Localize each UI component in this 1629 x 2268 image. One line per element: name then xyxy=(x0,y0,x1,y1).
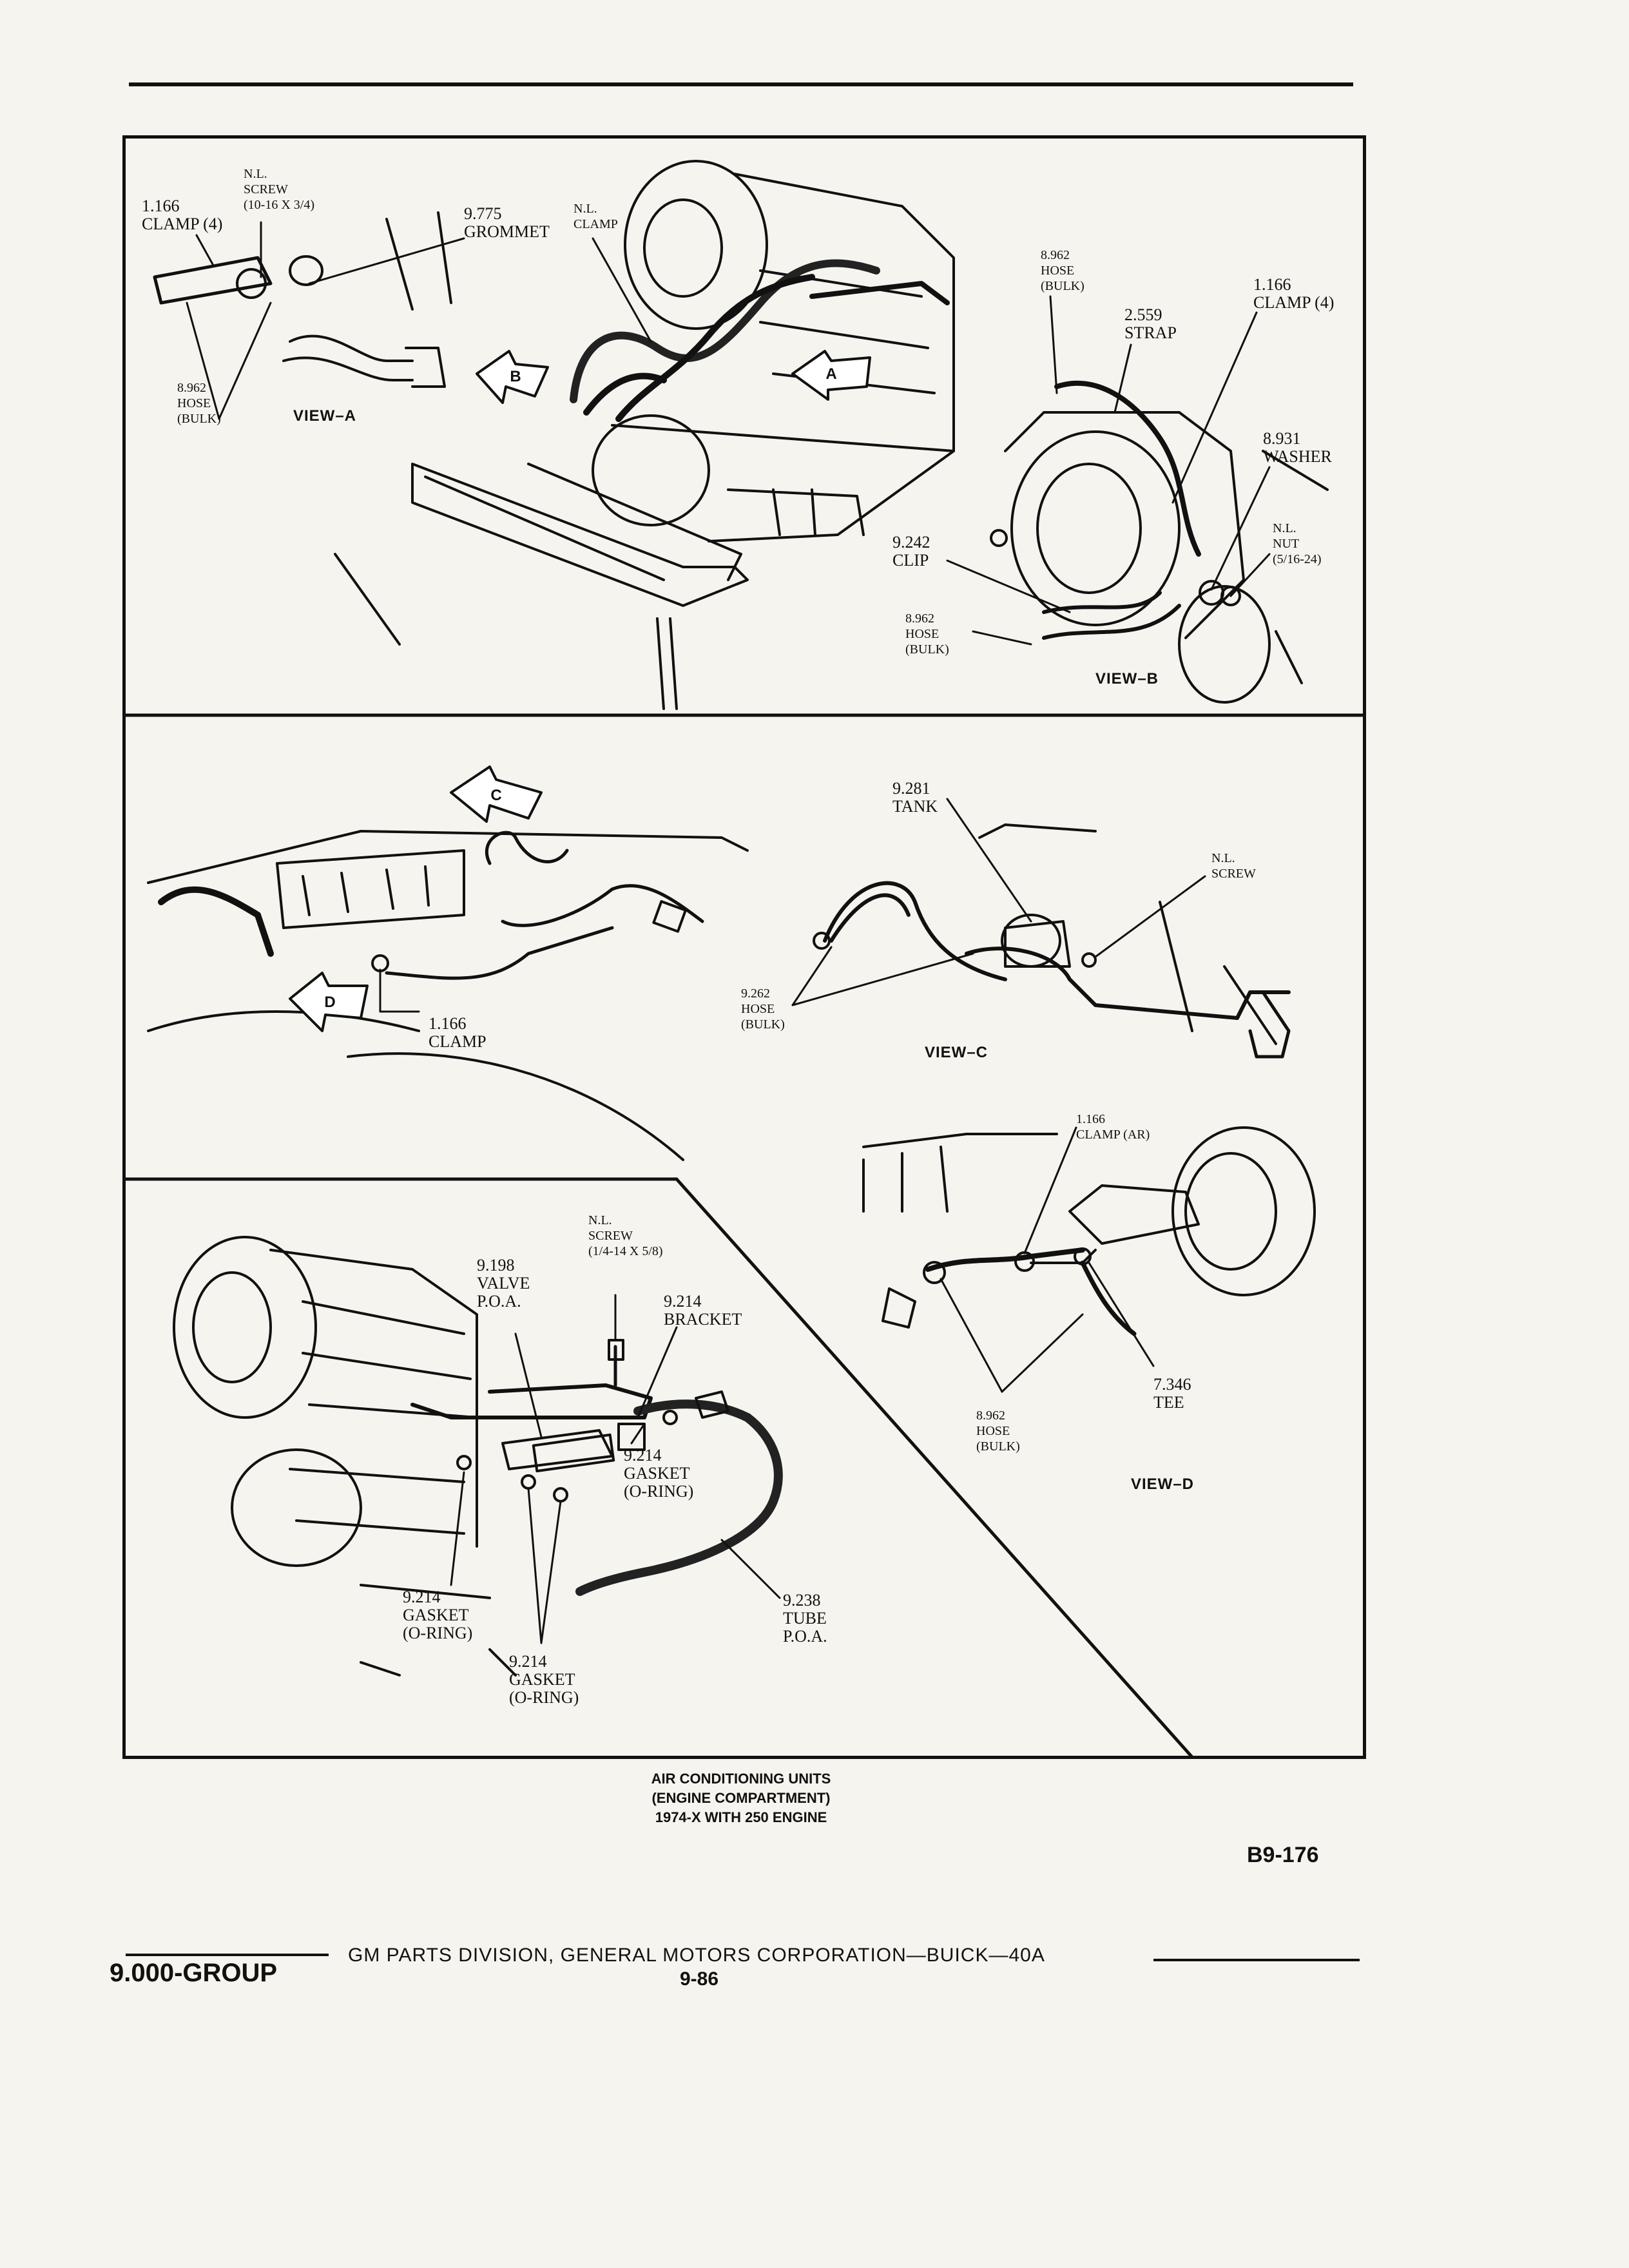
group-number: 9.000-GROUP xyxy=(110,1959,278,1987)
view-a-title: VIEW–A xyxy=(293,407,357,425)
label-poa-valve: 9.198 VALVE P.O.A. xyxy=(477,1256,530,1311)
label-clip: 9.242 CLIP xyxy=(892,533,930,570)
caption-line-2: (ENGINE COMPARTMENT) xyxy=(651,1790,831,1806)
caption-line-3: 1974-X WITH 250 ENGINE xyxy=(655,1809,827,1825)
footer-rule-left xyxy=(126,1954,329,1956)
label-hose-view-a: 8.962 HOSE (BULK) xyxy=(177,381,221,426)
arrow-c-letter: C xyxy=(490,787,501,804)
label-hose-view-d: 8.962 HOSE (BULK) xyxy=(976,1408,1020,1454)
label-bracket: 9.214 BRACKET xyxy=(664,1292,742,1329)
label-clamp-view-b: 1.166 CLAMP (4) xyxy=(1253,275,1335,312)
diagram-frame xyxy=(122,135,1366,1759)
label-tank: 9.281 TANK xyxy=(892,779,938,816)
view-b-title: VIEW–B xyxy=(1095,670,1159,687)
bottom-engine-drawing xyxy=(173,1236,783,1677)
middle-engine-drawing xyxy=(147,823,1291,1161)
figure-caption: AIR CONDITIONING UNITS (ENGINE COMPARTME… xyxy=(580,1769,902,1827)
page-number: 9-86 xyxy=(680,1968,719,1990)
view-d-drawing xyxy=(862,1126,1316,1336)
label-clamp-middle: 1.166 CLAMP xyxy=(429,1014,487,1051)
label-gasket-middle: 9.214 GASKET (O-RING) xyxy=(509,1652,579,1707)
label-screw-bottom: N.L. SCREW (1/4-14 x 5/8) xyxy=(588,1213,663,1258)
label-screw-middle: N.L. SCREW xyxy=(1211,851,1256,881)
figure-number: B9-176 xyxy=(1247,1843,1319,1867)
label-clamp-1166-top: 1.166 CLAMP (4) xyxy=(142,197,223,233)
arrow-c-shape xyxy=(450,765,543,823)
label-hose-view-b-bottom: 8.962 HOSE (BULK) xyxy=(905,611,949,657)
label-screw-top: N.L. SCREW (10-16 x 3/4) xyxy=(244,167,314,212)
label-grommet: 9.775 GROMMET xyxy=(464,204,550,241)
arrow-a-letter: A xyxy=(825,365,836,383)
arrow-d-shape xyxy=(289,972,369,1032)
header-rule xyxy=(129,82,1353,86)
label-gasket-right: 9.214 GASKET (O-RING) xyxy=(624,1446,694,1501)
corporation-line: GM PARTS DIVISION, GENERAL MOTORS CORPOR… xyxy=(348,1945,1045,1966)
label-washer: 8.931 WASHER xyxy=(1263,429,1332,466)
footer-rule-right xyxy=(1153,1959,1360,1961)
label-poa-tube: 9.238 TUBE P.O.A. xyxy=(783,1591,827,1646)
label-nl-clamp: N.L. CLAMP xyxy=(574,202,618,231)
arrow-a-shape xyxy=(791,350,871,401)
label-nut: N.L. NUT (5/16-24) xyxy=(1273,521,1322,566)
caption-line-1: AIR CONDITIONING UNITS xyxy=(651,1771,831,1787)
label-hose-view-c: 9.262 HOSE (BULK) xyxy=(741,986,785,1032)
view-c-title: VIEW–C xyxy=(925,1044,988,1061)
arrow-b-shape xyxy=(476,350,549,404)
arrow-d-letter: D xyxy=(324,994,335,1011)
label-tee: 7.346 TEE xyxy=(1153,1375,1191,1412)
top-engine-drawing xyxy=(153,160,1329,710)
view-d-title: VIEW–D xyxy=(1131,1475,1195,1493)
arrow-b-letter: B xyxy=(510,368,521,385)
label-hose-view-b-top: 8.962 HOSE (BULK) xyxy=(1041,248,1084,293)
label-clamp-view-d: 1.166 CLAMP (AR) xyxy=(1076,1112,1150,1142)
label-gasket-left: 9.214 GASKET (O-RING) xyxy=(403,1588,473,1642)
label-strap: 2.559 STRAP xyxy=(1124,305,1177,342)
